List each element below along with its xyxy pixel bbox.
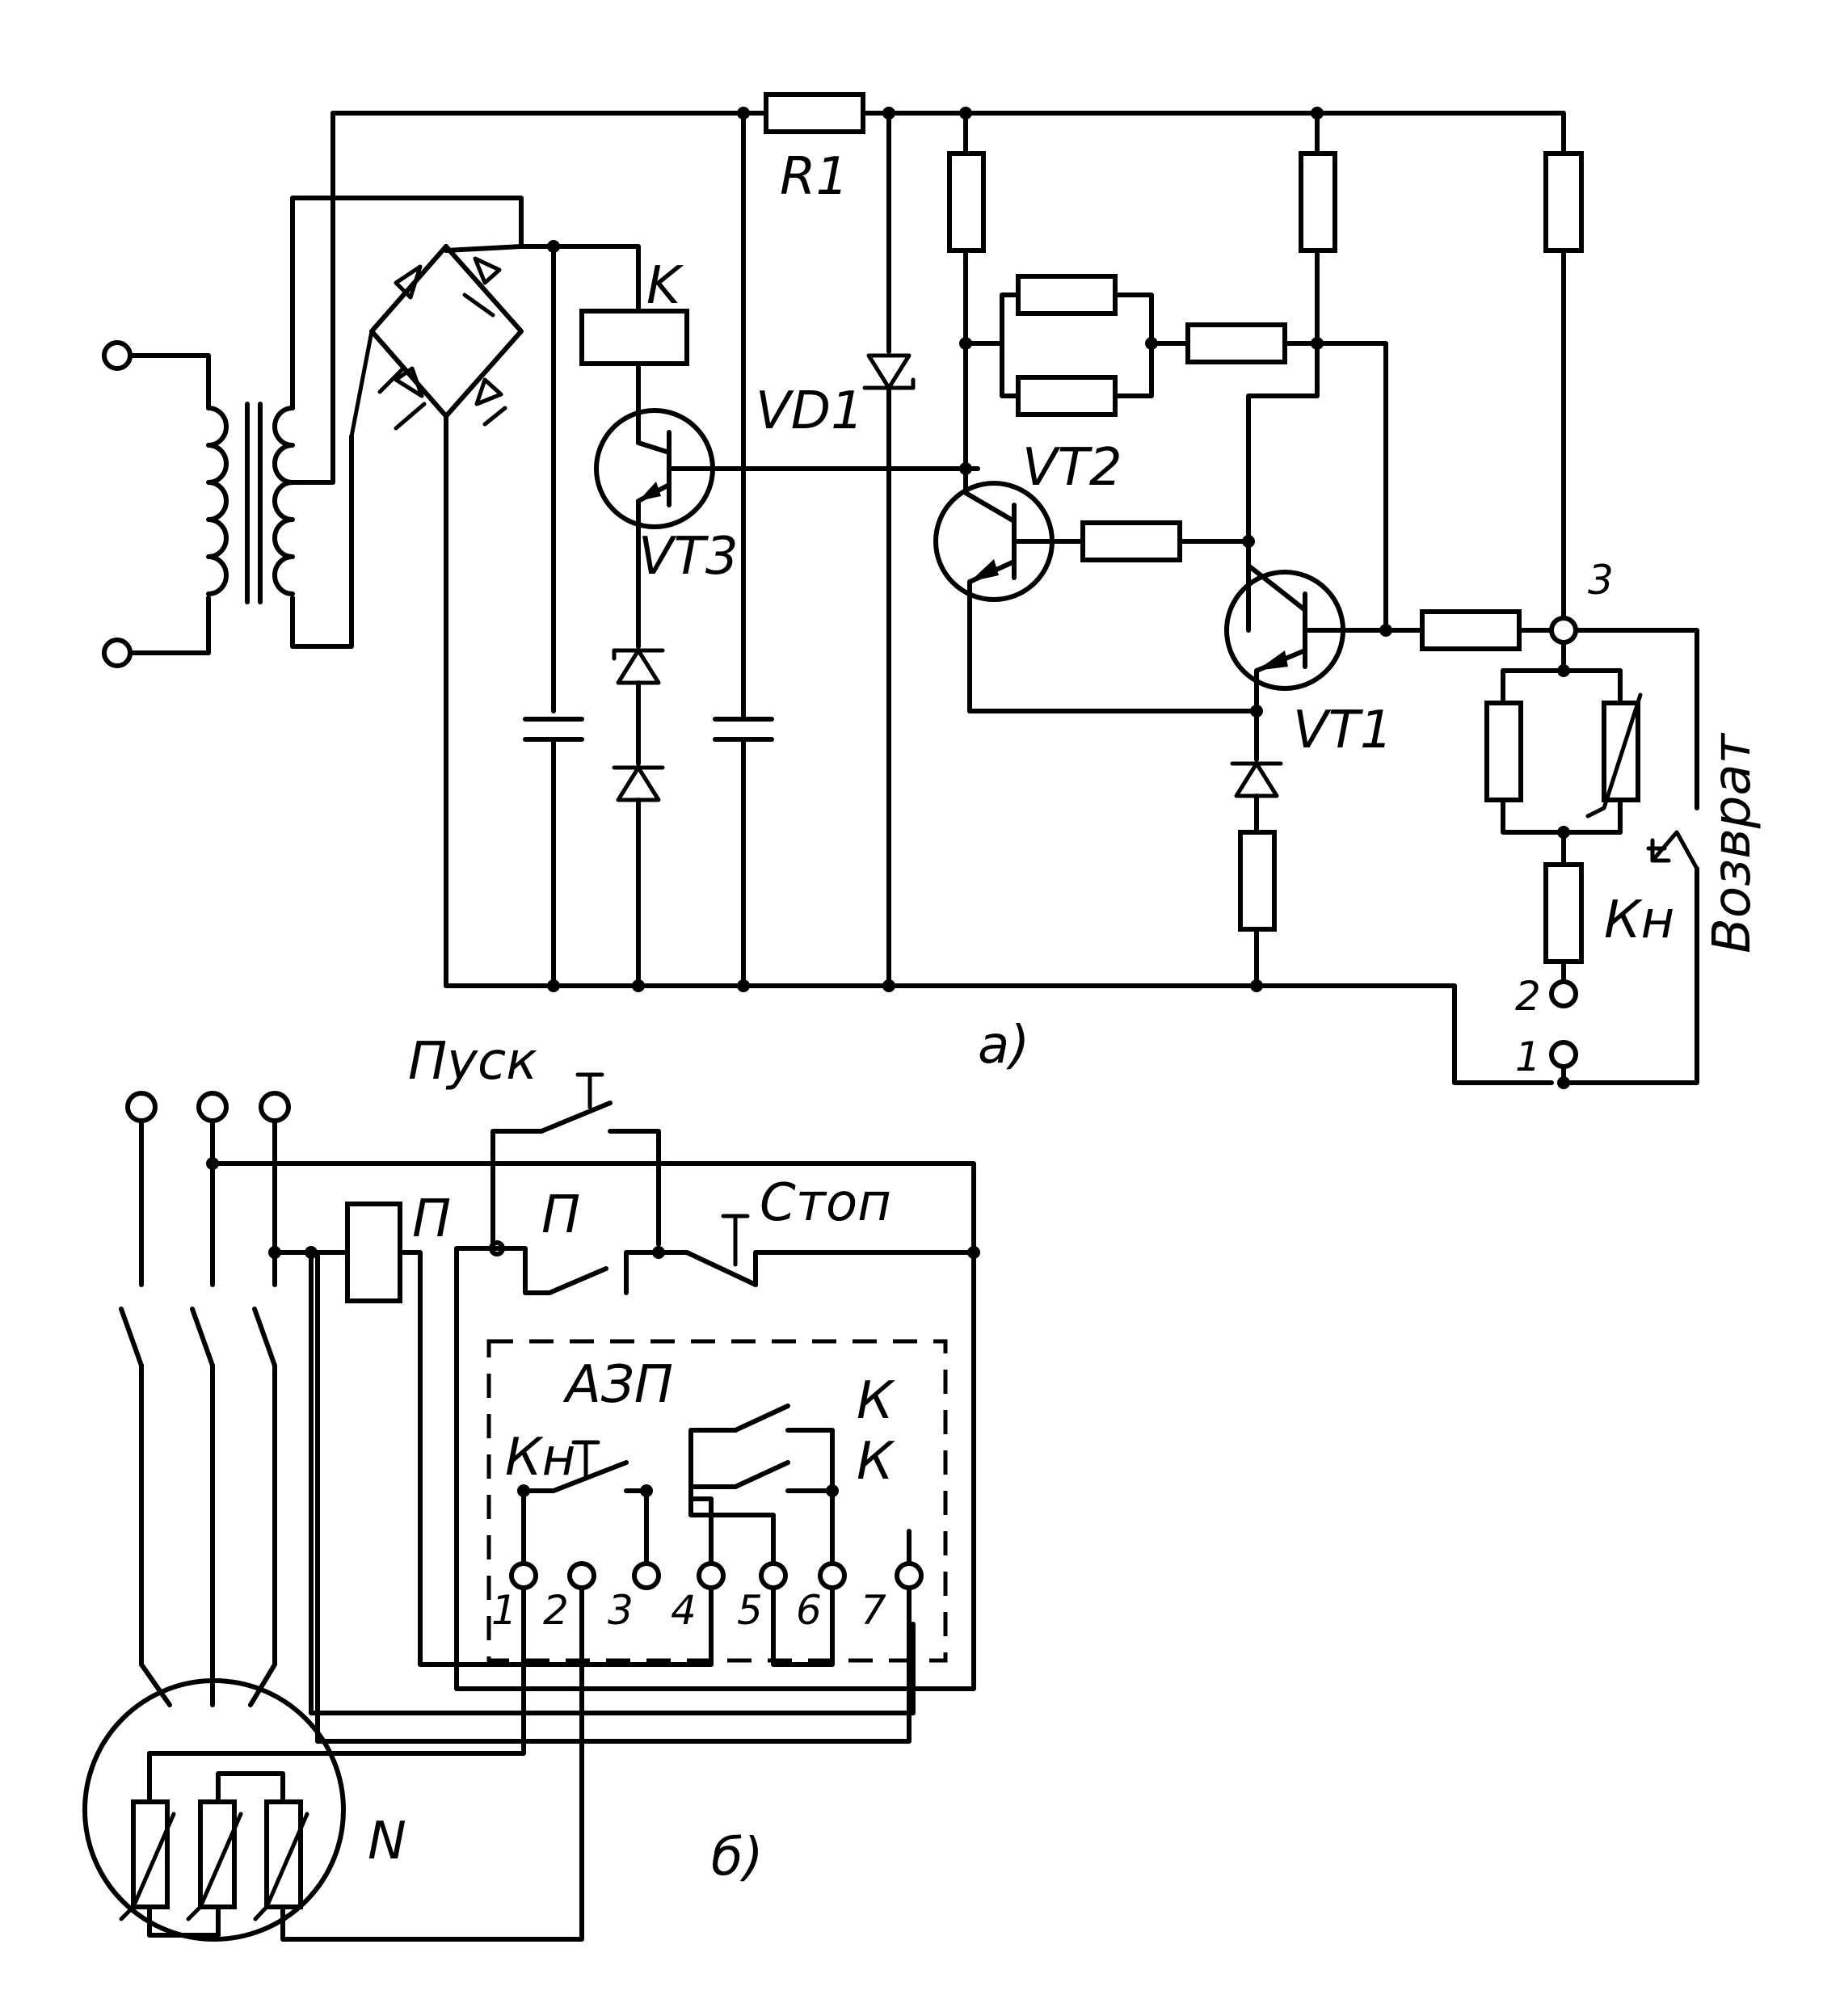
resistor-Kn (1543, 862, 1584, 964)
resistor-parallel-bottom (1016, 375, 1118, 417)
label-K2: К (857, 1432, 895, 1492)
azp-terminals (509, 1529, 924, 1699)
resistor-VT1-collector (1299, 151, 1337, 253)
transistor-VT3 (594, 408, 980, 568)
bottom-rail (444, 983, 1554, 1085)
label-VD1: VD1 (756, 381, 864, 441)
azp-terminal-7 (895, 1561, 924, 1590)
label-term1: 1 (1515, 1033, 1541, 1080)
label-P2: П (541, 1185, 580, 1245)
contactor-coil-P (345, 1202, 402, 1303)
capacitor-1 (523, 717, 584, 988)
resistor-parallel-top (1016, 274, 1118, 316)
bridge-rectifier (349, 244, 524, 988)
diagram-a: R1 K (102, 92, 1762, 1089)
label-t5: 5 (737, 1587, 763, 1634)
label-VT2: VT2 (1022, 438, 1122, 498)
terminal-2 (1549, 979, 1578, 1008)
label-reset: Возврат (1703, 732, 1762, 953)
diode-mark (474, 377, 503, 406)
label-VT3: VT3 (638, 527, 739, 587)
azp-terminal-3 (632, 1561, 661, 1590)
label-start: Пуск (408, 1032, 537, 1092)
diode-mark (394, 366, 424, 398)
resistor-emitter-VT1 (1238, 830, 1277, 932)
diagram-b: N П Пуск П (82, 1032, 980, 1942)
label-t4: 4 (671, 1587, 697, 1634)
terminal-1 (1549, 1040, 1578, 1069)
label-AZP: АЗП (562, 1355, 673, 1415)
label-t1: 1 (491, 1587, 517, 1634)
caption-b: б) (711, 1828, 763, 1888)
label-t3: 3 (608, 1587, 634, 1634)
diode-VD1 (862, 107, 916, 988)
motor (82, 1678, 584, 1942)
resistor-sensor-parallel (1484, 701, 1523, 802)
input-terminals (102, 340, 211, 668)
relay-coil-K (579, 309, 689, 366)
relay-contacts-K (688, 1404, 839, 1566)
label-t2: 2 (543, 1587, 569, 1634)
resistor-VT2-collector (947, 151, 986, 253)
phase-terminal-2 (196, 1091, 229, 1123)
azp-terminal-2 (567, 1561, 596, 1590)
label-R1: R1 (780, 147, 848, 207)
label-t6: 6 (796, 1587, 822, 1634)
caption-a: а) (978, 1016, 1029, 1075)
resistor-output (1420, 609, 1522, 651)
stop-button (656, 1214, 976, 1287)
resistor-term3 (1543, 151, 1584, 253)
diode-mark (473, 256, 502, 285)
label-t7: 7 (861, 1587, 886, 1634)
label-Kn-b: Кн (505, 1428, 575, 1488)
azp-terminal-5 (759, 1561, 788, 1590)
label-term2: 2 (1515, 973, 1541, 1020)
azp-terminal-6 (818, 1561, 847, 1590)
resistor-base-VT1 (1080, 520, 1182, 562)
input-terminal-top (102, 340, 133, 371)
label-term3: 3 (1588, 557, 1614, 604)
azp-terminal-4 (697, 1561, 726, 1590)
label-stop: Стоп (760, 1173, 891, 1233)
transistor-VT1 (1224, 563, 1388, 713)
resistor-R1 (764, 92, 865, 134)
input-terminal-bottom (102, 638, 133, 668)
label-VT1: VT1 (1293, 701, 1393, 760)
emitter-chain-VT1 (1230, 709, 1283, 988)
phase-terminal-3 (259, 1091, 291, 1123)
phase-terminal-1 (125, 1091, 158, 1123)
label-P1: П (412, 1189, 451, 1249)
main-contactor-switches (119, 1307, 277, 1707)
transformer (206, 111, 524, 649)
label-N: N (368, 1812, 406, 1871)
holding-contact-P (495, 1246, 661, 1295)
resistor-feedback (1185, 322, 1287, 364)
diode-mark (394, 264, 423, 300)
reset-button (1561, 830, 1699, 1085)
label-K: K (646, 256, 684, 316)
transistor-VT2 (933, 466, 1085, 713)
test-button-Kn (517, 1440, 653, 1566)
label-Kn-a: Кн (1604, 890, 1674, 950)
azp-terminal-1 (509, 1561, 538, 1590)
zener-stack (612, 563, 665, 988)
azp-device-box (486, 1339, 948, 1663)
capacitor-2 (713, 107, 774, 988)
label-K1: К (857, 1371, 895, 1431)
start-button (490, 1072, 661, 1247)
terminal-3 (1549, 616, 1578, 645)
